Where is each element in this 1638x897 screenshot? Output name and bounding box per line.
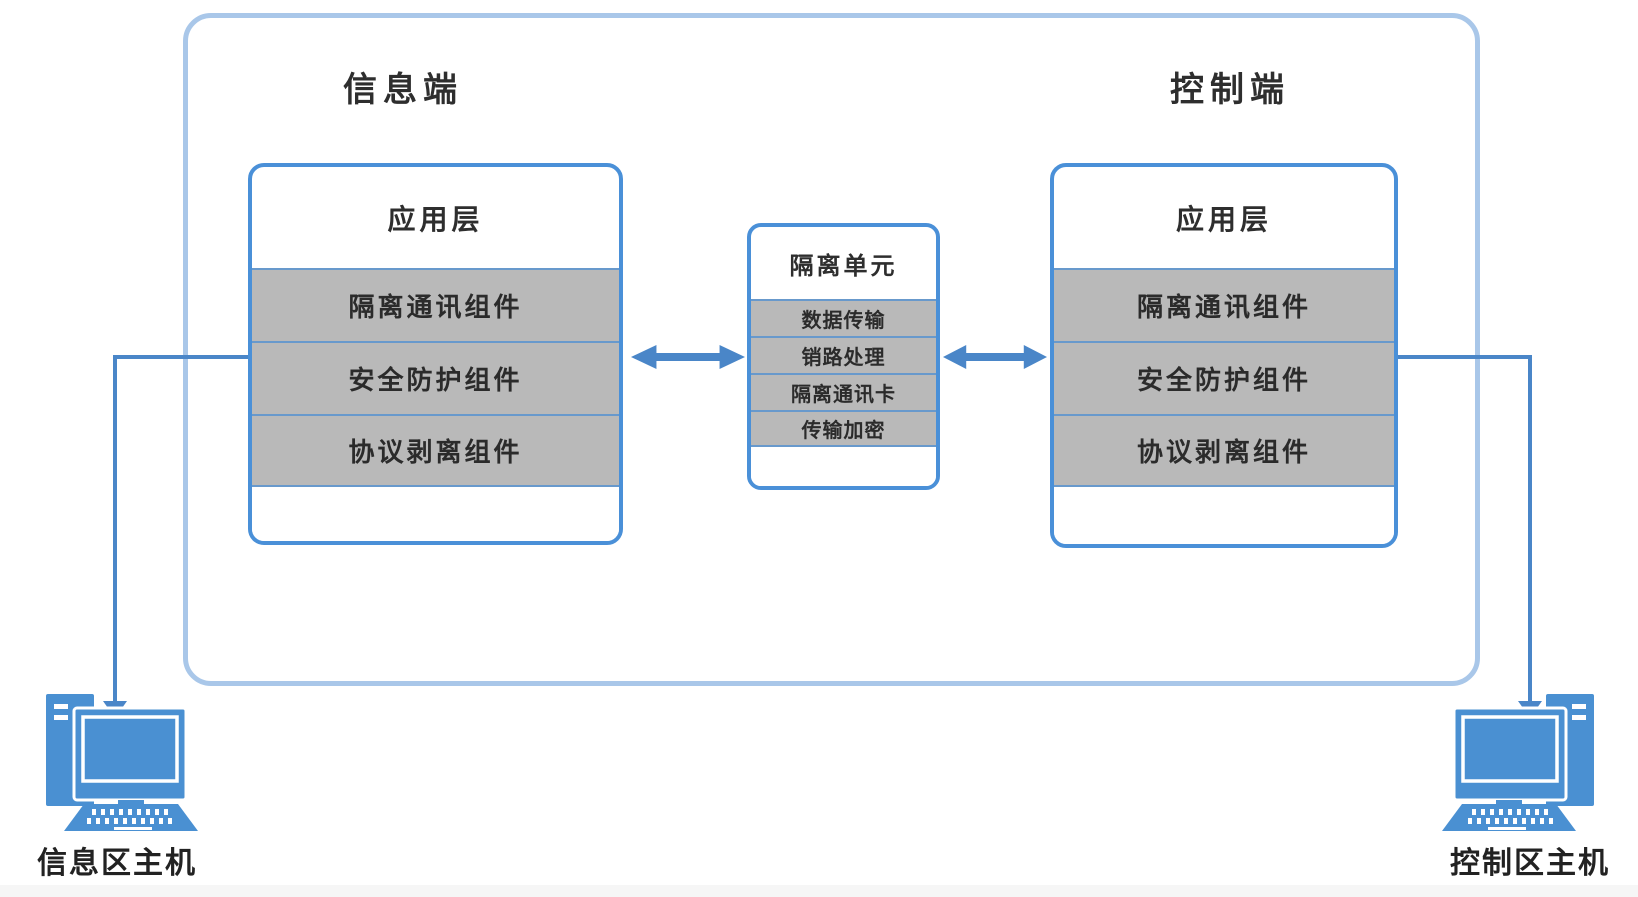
bidirectional-arrow-icon-right [943, 342, 1047, 372]
right-stack-header: 应用层 [1175, 203, 1272, 235]
desktop-computer-icon-control-host [1442, 688, 1602, 833]
right-stack-row-protocol-stripping: 协议剥离组件 [1054, 414, 1394, 487]
right-stack-row-security-protection: 安全防护组件 [1054, 341, 1394, 414]
isolation-unit-header: 隔离单元 [789, 252, 898, 280]
control-side-title: 控制端 [1170, 71, 1290, 109]
left-connector-horizontal [113, 355, 248, 359]
right-stack-footer [1054, 487, 1394, 544]
left-stack-header: 应用层 [387, 203, 484, 235]
left-connector-vertical [113, 355, 117, 703]
isolation-unit-box: 隔离单元 数据传输 销路处理 隔离通讯卡 传输加密 [747, 223, 940, 490]
page-edge-strip [0, 885, 1638, 897]
right-stack-row-isolation-comm: 隔离通讯组件 [1054, 268, 1394, 341]
left-stack-row-isolation-comm: 隔离通讯组件 [252, 268, 619, 341]
control-side-application-stack: 应用层 隔离通讯组件 安全防护组件 协议剥离组件 [1050, 163, 1398, 548]
info-host-label: 信息区主机 [37, 847, 197, 880]
left-stack-footer [252, 487, 619, 541]
iso-row-link-processing: 销路处理 [751, 336, 936, 373]
iso-row-isolation-comm-card: 隔离通讯卡 [751, 373, 936, 410]
right-connector-vertical [1528, 355, 1532, 703]
info-side-application-stack: 应用层 隔离通讯组件 安全防护组件 协议剥离组件 [248, 163, 623, 545]
control-host-label: 控制区主机 [1450, 847, 1610, 880]
iso-row-data-transfer: 数据传输 [751, 299, 936, 336]
left-stack-row-security-protection: 安全防护组件 [252, 341, 619, 414]
isolation-system-enclosure [183, 13, 1480, 686]
iso-row-transfer-encryption: 传输加密 [751, 410, 936, 447]
bidirectional-arrow-icon-left [631, 342, 745, 372]
left-stack-row-protocol-stripping: 协议剥离组件 [252, 414, 619, 487]
info-side-title: 信息端 [343, 71, 463, 109]
right-connector-horizontal [1398, 355, 1532, 359]
desktop-computer-icon-info-host [38, 688, 198, 833]
iso-footer [751, 447, 936, 486]
